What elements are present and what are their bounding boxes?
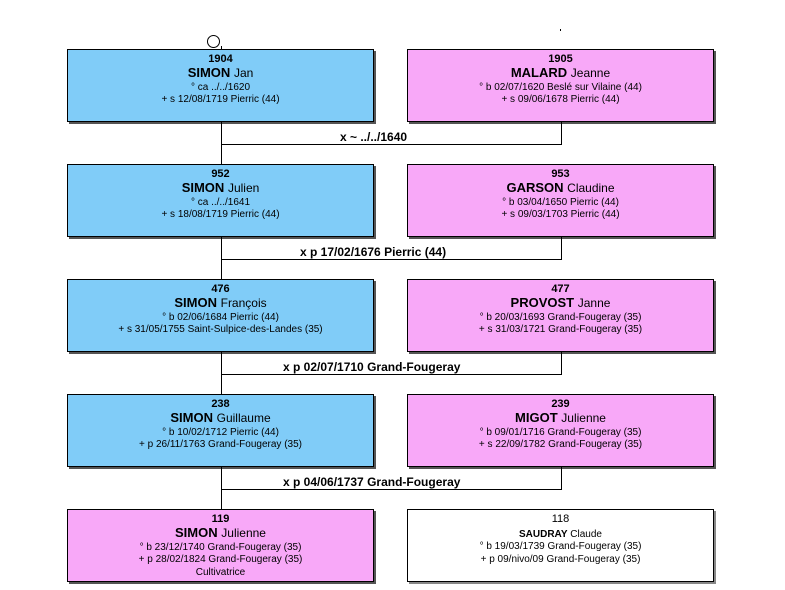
- event-line: ° b 19/03/1739 Grand-Fougeray (35): [479, 541, 642, 553]
- sosa-number: 119: [211, 513, 230, 525]
- person-name: SIMON Julien: [68, 179, 373, 196]
- event-line: + p 28/02/1824 Grand-Fougeray (35): [138, 554, 303, 566]
- event-line: ° b 23/12/1740 Grand-Fougeray (35): [139, 541, 302, 553]
- surname: SIMON: [181, 179, 225, 195]
- given-name: Jan: [233, 65, 254, 80]
- connector-left: [221, 352, 222, 374]
- marriage-label: x p 04/06/1737 Grand-Fougeray: [283, 475, 461, 489]
- given-name: Claude: [570, 528, 602, 540]
- surname: GARSON: [506, 179, 564, 195]
- event-line: ° b 10/02/1712 Pierric (44): [162, 426, 279, 438]
- root-stem: [221, 46, 222, 49]
- event-line: ° b 02/07/1620 Beslé sur Vilaine (44): [479, 81, 642, 93]
- connector-right: [561, 237, 562, 259]
- sosa-number: 952: [211, 168, 230, 180]
- marriage-line: [221, 259, 562, 260]
- connector-left: [221, 467, 222, 489]
- connector-left: [221, 237, 222, 259]
- marriage-line: [221, 144, 562, 145]
- person-name: MIGOT Julienne: [408, 409, 713, 426]
- person-name: SIMON Guillaume: [68, 409, 373, 426]
- event-line: + s 31/03/1721 Grand-Fougeray (35): [478, 324, 643, 336]
- event-line: ° b 20/03/1693 Grand-Fougeray (35): [479, 311, 642, 323]
- event-line: ° ca ../../1620: [190, 81, 251, 93]
- surname: MALARD: [510, 64, 568, 80]
- descent-line: [221, 144, 222, 164]
- connector-left: [221, 122, 222, 144]
- surname: SIMON: [170, 409, 213, 425]
- event-line: + s 22/09/1782 Grand-Fougeray (35): [478, 439, 643, 451]
- event-line: ° b 09/01/1716 Grand-Fougeray (35): [479, 426, 642, 438]
- sosa-number: 1905: [548, 53, 573, 65]
- sosa-number: 1904: [208, 53, 233, 65]
- event-line: ° b 03/04/1650 Pierric (44): [502, 196, 619, 208]
- event-line: + s 09/06/1678 Pierric (44): [501, 94, 620, 106]
- marriage-label: x ~ ../../1640: [340, 130, 408, 144]
- sosa-number: 477: [551, 283, 570, 295]
- surname: MIGOT: [515, 409, 558, 425]
- surname: SIMON: [174, 294, 217, 310]
- sosa-number: 953: [551, 168, 570, 180]
- marriage-label: x p 17/02/1676 Pierric (44): [300, 245, 447, 259]
- root-ring-icon: [207, 35, 220, 48]
- given-name: Claudine: [567, 180, 615, 195]
- person-name: SIMON Jan: [68, 64, 373, 81]
- surname: SIMON: [175, 524, 218, 540]
- descent-line: [221, 259, 222, 279]
- descent-line: [221, 374, 222, 394]
- surname: PROVOST: [510, 294, 575, 310]
- event-line: ° b 02/06/1684 Pierric (44): [162, 311, 279, 323]
- event-line: Cultivatrice: [195, 566, 246, 578]
- given-name: Julienne: [561, 410, 606, 425]
- given-name: Julienne: [221, 525, 266, 540]
- surname: SAUDRAY: [518, 528, 568, 540]
- event-line: + s 31/05/1755 Saint-Sulpice-des-Landes …: [118, 324, 323, 336]
- person-name: SIMON Julienne: [68, 524, 373, 541]
- event-line: + s 09/03/1703 Pierric (44): [501, 209, 620, 221]
- marriage-line: [221, 374, 562, 375]
- given-name: Jeanne: [570, 65, 611, 80]
- connector-right: [561, 352, 562, 374]
- given-name: François: [220, 295, 267, 310]
- sosa-number: 476: [211, 283, 230, 295]
- event-line: + p 26/11/1763 Grand-Fougeray (35): [139, 439, 302, 451]
- surname: SIMON: [187, 64, 231, 80]
- given-name: Guillaume: [216, 410, 271, 425]
- descent-line: [221, 489, 222, 509]
- event-line: ° ca ../../1641: [190, 196, 251, 208]
- person-name: SAUDRAY Claude: [408, 529, 713, 541]
- connector-right: [561, 467, 562, 489]
- marriage-line: [221, 489, 562, 490]
- person-name: PROVOST Janne: [408, 294, 713, 311]
- dot-mark: [560, 29, 561, 31]
- given-name: Janne: [577, 295, 611, 310]
- sosa-number: 118: [551, 513, 570, 525]
- sosa-number: 239: [551, 398, 570, 410]
- given-name: Julien: [227, 180, 260, 195]
- person-name: GARSON Claudine: [408, 179, 713, 196]
- person-name: MALARD Jeanne: [408, 64, 713, 81]
- event-line: + s 12/08/1719 Pierric (44): [161, 94, 280, 106]
- marriage-label: x p 02/07/1710 Grand-Fougeray: [283, 360, 461, 374]
- person-name: SIMON François: [68, 294, 373, 311]
- event-line: + p 09/nivo/09 Grand-Fougeray (35): [480, 553, 641, 565]
- sosa-number: 238: [211, 398, 230, 410]
- connector-right: [561, 122, 562, 144]
- event-line: + s 18/08/1719 Pierric (44): [161, 209, 280, 221]
